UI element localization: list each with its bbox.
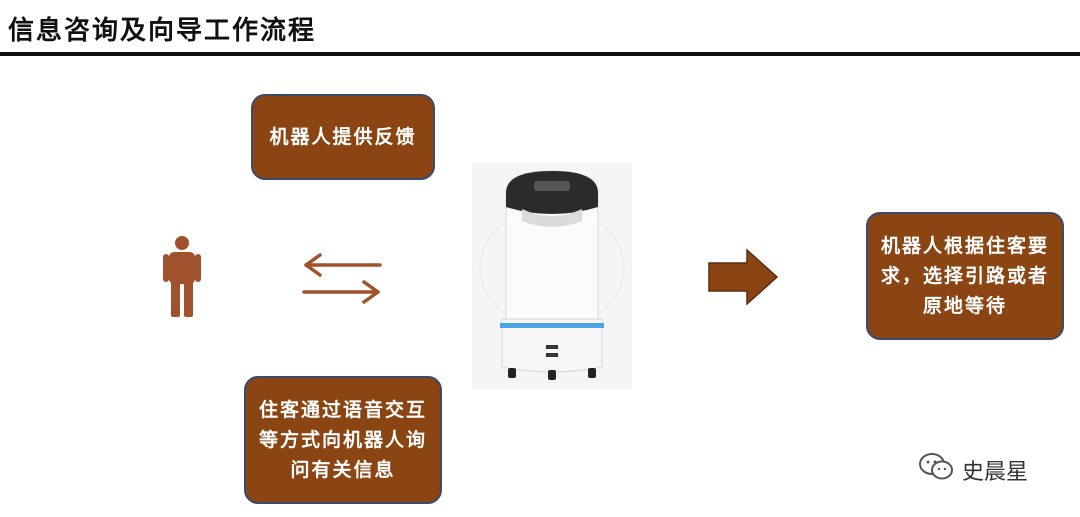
box-robot-feedback: 机器人提供反馈 (251, 94, 435, 180)
title-divider (0, 52, 1080, 56)
person-icon (160, 235, 204, 323)
watermark-text: 史晨星 (962, 460, 1029, 485)
page-title: 信息咨询及向导工作流程 (8, 16, 317, 46)
box-robot-guide-text: 机器人根据住客要求，选择引路或者原地等待 (880, 235, 1049, 317)
exchange-arrows-icon (300, 252, 384, 310)
watermark: 史晨星 (918, 452, 1028, 488)
box-robot-guide: 机器人根据住客要求，选择引路或者原地等待 (866, 212, 1064, 340)
right-arrow-icon (707, 248, 779, 310)
box-guest-inquiry-text: 住客通过语音交互等方式向机器人询问有关信息 (258, 399, 427, 481)
box-robot-feedback-text: 机器人提供反馈 (269, 126, 417, 148)
wechat-icon (918, 452, 954, 488)
service-robot-icon (472, 163, 632, 389)
box-guest-inquiry: 住客通过语音交互等方式向机器人询问有关信息 (244, 376, 442, 504)
